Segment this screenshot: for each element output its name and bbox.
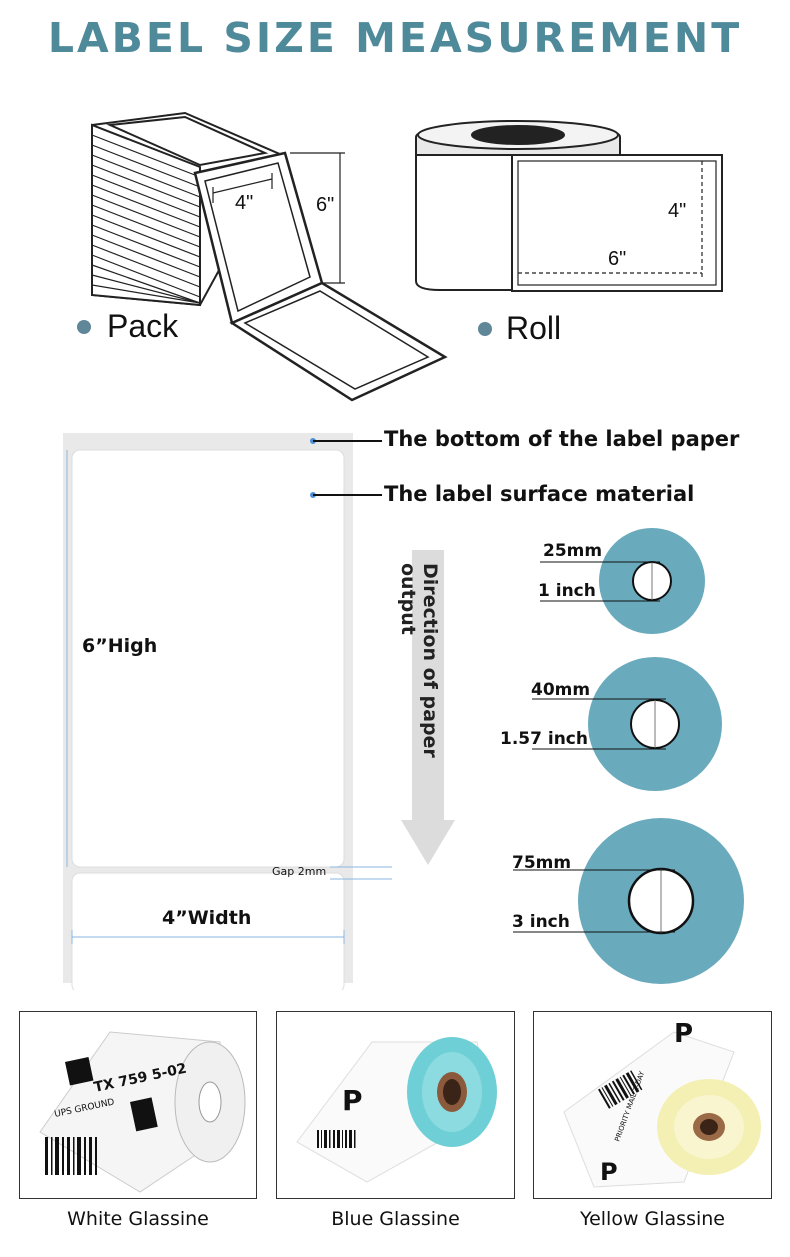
surface-callout: The label surface material <box>384 482 695 506</box>
white-glassine-photo: TX 759 5-02 UPS GROUND <box>19 1011 257 1199</box>
core-25mm <box>540 528 705 634</box>
pack-bullet: Pack <box>77 308 178 345</box>
postage-p-text-2: P <box>600 1158 618 1186</box>
bullet-dot-icon <box>478 321 492 336</box>
bullet-dot-icon <box>77 319 91 334</box>
yellow-glassine-caption: Yellow Glassine <box>580 1208 725 1230</box>
roll-width-text: 6" <box>608 248 627 270</box>
core-40mm-inch: 1.57 inch <box>500 729 588 749</box>
bottom-callout: The bottom of the label paper <box>384 427 740 451</box>
core-75mm <box>513 818 744 984</box>
width-text: 4”Width <box>162 907 252 929</box>
pack-width-text: 4" <box>235 192 254 214</box>
page-title: LABEL SIZE MEASUREMENT <box>47 14 743 62</box>
direction-arrow-icon <box>401 550 455 865</box>
pack-label: Pack <box>107 308 179 344</box>
postage-p-text: P <box>674 1019 693 1049</box>
core-size-diagram <box>513 528 744 984</box>
white-glassine-caption: White Glassine <box>67 1208 209 1230</box>
core-25mm-label: 25mm <box>543 541 603 561</box>
core-40mm <box>532 657 722 791</box>
gap-text: Gap 2mm <box>272 865 327 878</box>
label-sheet-next <box>71 872 345 990</box>
pack-stack-icon <box>91 111 448 402</box>
roll-bullet: Roll <box>478 310 561 347</box>
core-25mm-inch: 1 inch <box>538 581 596 601</box>
roll-icon <box>415 120 723 292</box>
core-40mm-label: 40mm <box>531 680 591 700</box>
blue-glassine-caption: Blue Glassine <box>331 1208 460 1230</box>
label-paper-diagram <box>63 433 455 990</box>
postage-p-text: P <box>342 1084 363 1117</box>
yellow-glassine-photo: P P PRIORITY MAIL 2-DAY <box>533 1011 772 1199</box>
roll-label: Roll <box>506 310 562 346</box>
blue-roll-image: P <box>296 1037 497 1183</box>
label-sheet <box>71 449 345 868</box>
yellow-roll-image: P P PRIORITY MAIL 2-DAY <box>563 1019 761 1188</box>
blue-glassine-photo: P <box>276 1011 515 1199</box>
roll-height-text: 4" <box>668 200 687 222</box>
white-roll-image: TX 759 5-02 UPS GROUND <box>39 1031 246 1193</box>
pack-roll-illustration <box>91 111 723 402</box>
height-text: 6”High <box>82 635 158 657</box>
core-75mm-inch: 3 inch <box>512 912 570 932</box>
direction-text: Direction of paper output <box>397 563 441 758</box>
core-75mm-label: 75mm <box>512 853 572 873</box>
pack-height-text: 6" <box>316 194 335 216</box>
